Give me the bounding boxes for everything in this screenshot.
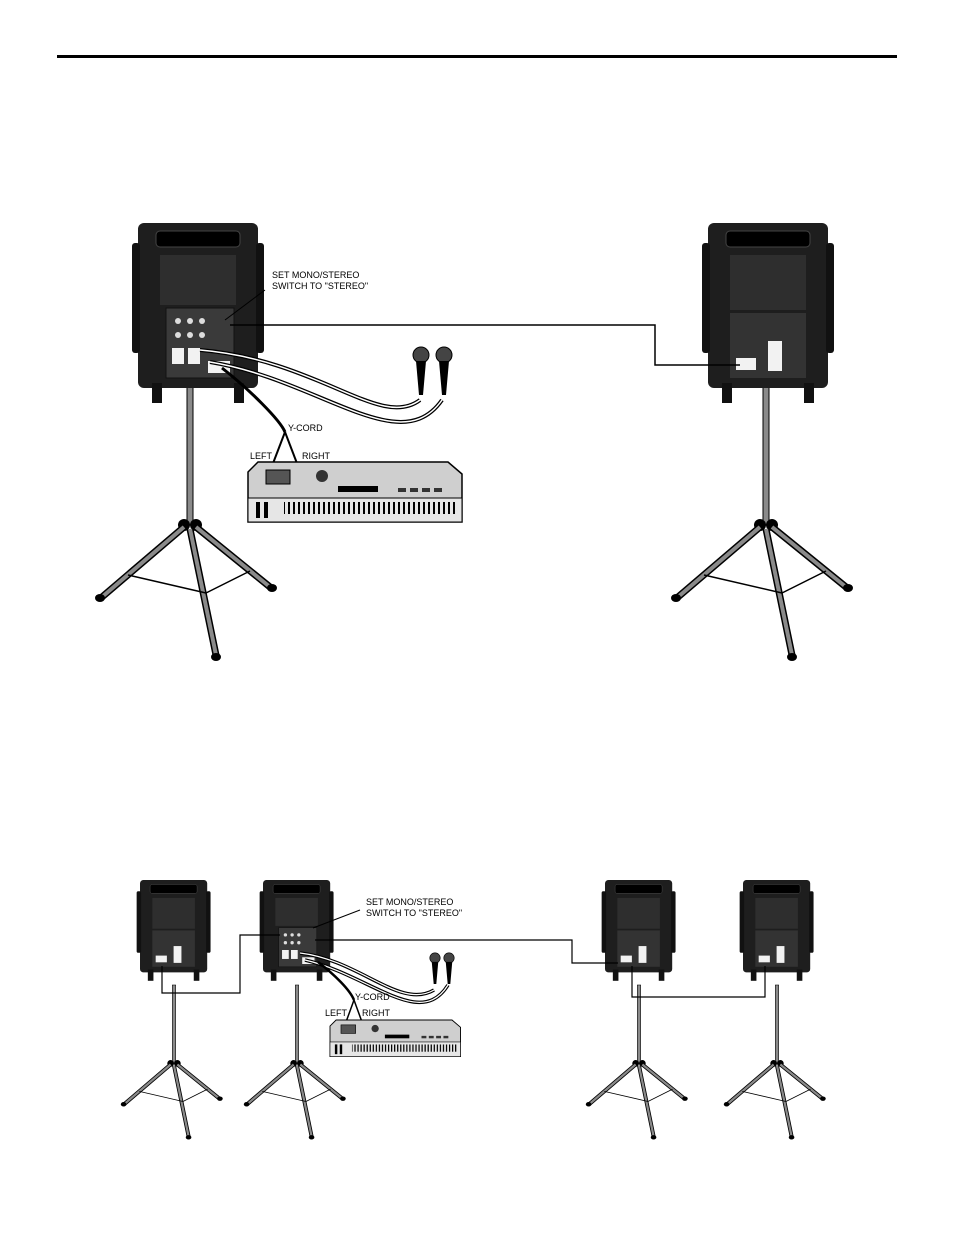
tripod-stand-1 xyxy=(121,985,223,1140)
switch-label-line2: SWITCH TO "STEREO" xyxy=(272,281,368,291)
switch-label-2-line1: SET MONO/STEREO xyxy=(366,897,453,907)
extension-speaker-3 xyxy=(602,880,676,981)
tripod-stand-right xyxy=(671,385,853,661)
right-label: RIGHT xyxy=(302,451,331,461)
microphone-3 xyxy=(430,953,440,984)
microphone-2 xyxy=(436,347,452,395)
tripod-stand-left xyxy=(95,385,277,661)
extension-speaker-right xyxy=(702,223,834,403)
keyboard-2 xyxy=(330,1020,461,1057)
diagram-1: SET MONO/STEREO SWITCH TO "STEREO" Y-COR… xyxy=(95,223,853,661)
powered-speaker-left xyxy=(132,223,264,403)
tripod-stand-3 xyxy=(586,985,688,1140)
y-cord-label: Y-CORD xyxy=(288,423,323,433)
extension-speaker-1 xyxy=(137,880,211,981)
right-label-2: RIGHT xyxy=(362,1008,391,1018)
switch-label-line1: SET MONO/STEREO xyxy=(272,270,359,280)
left-label: LEFT xyxy=(250,451,273,461)
microphone-4 xyxy=(444,953,454,984)
left-label-2: LEFT xyxy=(325,1008,348,1018)
switch-label-2-line2: SWITCH TO "STEREO" xyxy=(366,908,462,918)
mic-cable-2 xyxy=(210,362,442,422)
tripod-stand-4 xyxy=(724,985,826,1140)
extension-speaker-4 xyxy=(740,880,814,981)
speaker-link-cable xyxy=(230,325,740,365)
link-cable-2 xyxy=(315,940,618,963)
microphone-1 xyxy=(413,347,429,395)
diagram-2: SET MONO/STEREO SWITCH TO "STEREO" Y-COR… xyxy=(121,880,826,1140)
keyboard-1 xyxy=(248,462,462,522)
y-cord-label-2: Y-CORD xyxy=(355,992,390,1002)
